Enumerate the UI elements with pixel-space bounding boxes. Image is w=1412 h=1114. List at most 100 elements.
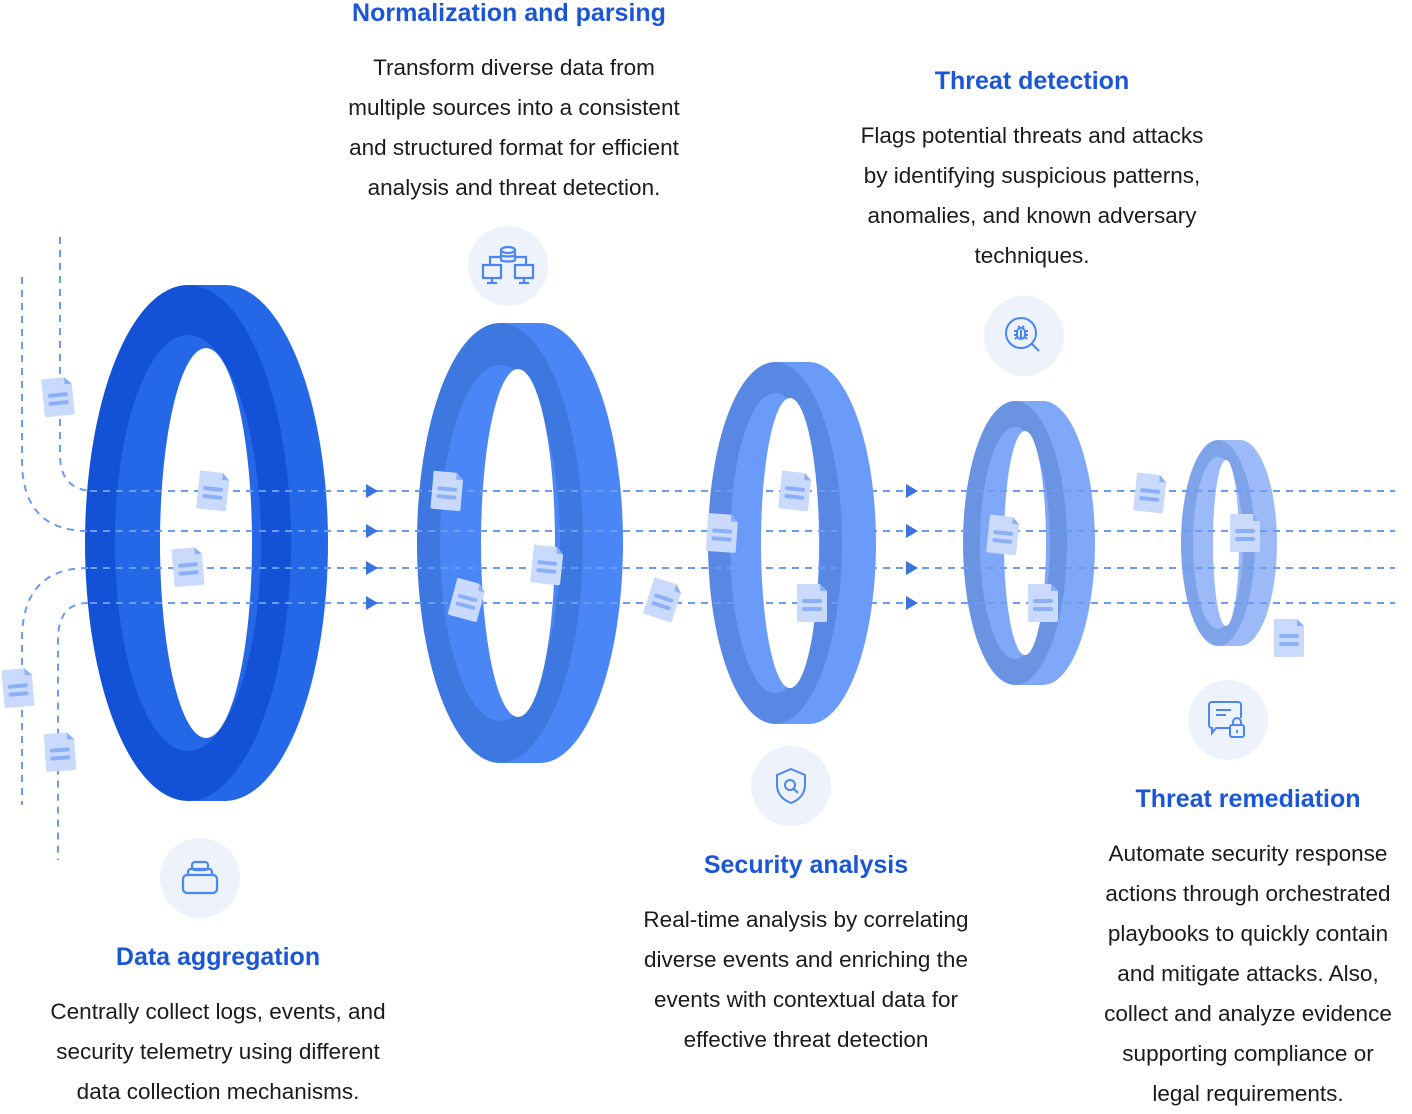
description-line: and mitigate attacks. Also, xyxy=(1117,961,1379,986)
document-line xyxy=(457,593,478,603)
stage-description: Automate security response actions throu… xyxy=(1104,834,1392,1114)
document-fold xyxy=(1159,474,1167,483)
document-fold xyxy=(63,377,72,385)
document-line xyxy=(50,755,71,761)
database-network-icon xyxy=(468,226,548,306)
document-line xyxy=(48,400,69,406)
description-line: and structured format for efficient xyxy=(349,135,679,160)
document-line xyxy=(177,562,198,568)
document-line xyxy=(1235,529,1255,533)
document-fold xyxy=(730,514,738,523)
document-line xyxy=(654,593,674,603)
document-icon xyxy=(171,547,205,588)
arrow-icon xyxy=(906,484,918,498)
data-flow-lines xyxy=(21,237,1395,860)
document-body xyxy=(43,732,77,772)
document-icon xyxy=(196,470,230,512)
document-body xyxy=(171,547,205,588)
description-line: effective threat detection xyxy=(683,1027,929,1052)
description-line: Automate security response xyxy=(1108,841,1388,866)
description-line: Transform diverse data from xyxy=(373,55,655,80)
stage-data-aggregation: Data aggregation Centrally collect logs,… xyxy=(50,942,385,1112)
document-fold xyxy=(1297,619,1304,626)
stage-title: Threat detection xyxy=(934,67,1130,95)
description-line: legal requirements. xyxy=(1152,1081,1344,1106)
arrow-icon xyxy=(906,561,918,575)
arrow-icon xyxy=(366,596,378,610)
arrow-icon xyxy=(906,524,918,538)
ring-data-aggregation xyxy=(85,285,328,801)
document-icon xyxy=(43,732,77,772)
document-icon xyxy=(797,584,827,622)
stage-normalization: Normalization and parsing Transform dive… xyxy=(338,0,679,208)
description-line: by identifying suspicious patterns, xyxy=(863,163,1201,188)
document-icon xyxy=(1,668,35,709)
source-line xyxy=(21,277,89,532)
document-line xyxy=(49,747,70,753)
document-line xyxy=(1235,537,1255,541)
document-icon xyxy=(1028,584,1058,622)
description-line: Centrally collect logs, events, and xyxy=(50,999,386,1024)
description-line: events with contextual data for xyxy=(654,987,958,1012)
document-line xyxy=(202,494,223,500)
stage-title: Normalization and parsing xyxy=(352,0,666,27)
document-line xyxy=(536,568,557,574)
document-line xyxy=(785,486,806,492)
description-line: anomalies, and known adversary xyxy=(867,203,1197,228)
document-line xyxy=(203,486,224,492)
document-body xyxy=(643,577,681,623)
document-line xyxy=(437,486,458,492)
source-line xyxy=(21,567,89,805)
stage-description: Flags potential threats and attacks by i… xyxy=(861,116,1204,276)
document-fold xyxy=(1051,584,1058,591)
description-line: multiple sources into a consistent xyxy=(348,95,680,120)
description-line: Real-time analysis by correlating xyxy=(643,907,969,932)
ring-hole xyxy=(481,369,555,717)
document-fold xyxy=(1012,516,1020,525)
description-line: analysis and threat detection. xyxy=(367,175,661,200)
document-line xyxy=(1139,496,1160,502)
document-fold xyxy=(66,732,75,740)
document-fold xyxy=(477,583,485,593)
description-line: actions through orchestrated xyxy=(1105,881,1391,906)
bug-search-icon xyxy=(984,296,1064,376)
document-icon xyxy=(448,577,485,622)
document-line xyxy=(1279,634,1299,638)
description-line: data collection mechanisms. xyxy=(76,1079,360,1104)
rings xyxy=(85,285,1277,801)
documents xyxy=(1,377,1304,772)
document-fold xyxy=(556,546,564,555)
stage-title: Threat remediation xyxy=(1135,785,1361,813)
ring-hole xyxy=(1213,460,1239,626)
document-line xyxy=(1033,607,1053,611)
document-line xyxy=(8,691,29,697)
document-icon xyxy=(1230,514,1260,552)
document-fold xyxy=(674,584,681,594)
stage-title: Security analysis xyxy=(703,851,909,879)
document-line xyxy=(712,528,733,534)
document-line xyxy=(784,494,805,500)
document-line xyxy=(1033,599,1053,603)
document-fold xyxy=(804,472,812,481)
document-fold xyxy=(1253,514,1260,521)
stage-threat-remediation: Threat remediation Automate security res… xyxy=(1104,784,1392,1114)
arrow-icon xyxy=(906,596,918,610)
stacked-storage-icon xyxy=(160,838,240,918)
stage-description: Real-time analysis by correlating divers… xyxy=(643,900,968,1060)
document-fold xyxy=(820,584,827,591)
arrow-icon xyxy=(366,561,378,575)
document-icon xyxy=(705,512,738,553)
stage-description: Centrally collect logs, events, and secu… xyxy=(50,992,385,1112)
document-line xyxy=(992,538,1013,544)
description-line: collect and analyze evidence xyxy=(1104,1001,1392,1026)
ring-hole xyxy=(160,348,252,738)
document-line xyxy=(651,601,671,611)
source-line xyxy=(59,237,96,492)
ring-normalization xyxy=(417,323,623,763)
source-line xyxy=(57,602,89,860)
document-line xyxy=(711,536,732,542)
document-icon xyxy=(1133,472,1167,514)
document-line xyxy=(1140,488,1161,494)
document-fold xyxy=(194,547,202,555)
